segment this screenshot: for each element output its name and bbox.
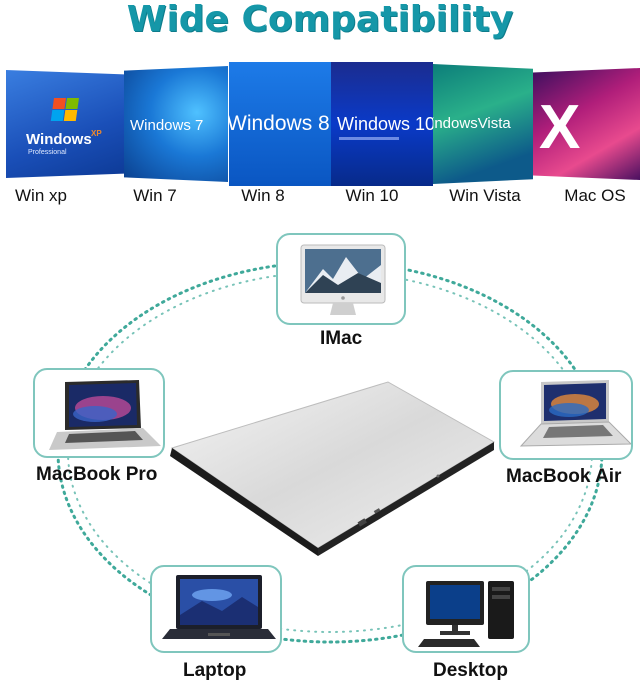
macbook-pro-label: MacBook Pro <box>36 464 158 485</box>
macbook-pro-card <box>33 368 165 458</box>
winxp-panel: Windows XP Professional <box>6 70 124 178</box>
external-dvd-drive <box>170 381 495 556</box>
win10-art: Windows 10 <box>337 114 433 140</box>
os-label-win7: Win 7 <box>133 186 177 205</box>
macos-art: X <box>539 93 580 162</box>
macbook-air-label: MacBook Air <box>506 466 622 487</box>
winxp-logo-text: Windows <box>26 131 92 148</box>
winxp-badge: XP <box>91 129 102 138</box>
win8-art: Windows 8 <box>229 112 330 135</box>
macos-logo-text: X <box>539 93 580 162</box>
os-label-win8: Win 8 <box>241 186 285 205</box>
desktop-label: Desktop <box>433 660 508 681</box>
os-label-winvista: Win Vista <box>449 186 521 205</box>
windows-flag-icon: Windows XP Professional <box>26 98 102 156</box>
macos-panel: X <box>533 68 640 180</box>
imac-label: IMac <box>320 328 363 349</box>
os-label-win10: Win 10 <box>345 186 399 205</box>
laptop-icon <box>162 575 276 639</box>
macbook-air-icon <box>519 380 631 447</box>
macbook-air-card <box>499 370 633 460</box>
winvista-panel: indowsVista <box>433 64 533 184</box>
os-label-macos: Mac OS <box>564 186 626 205</box>
desktop-icon <box>418 581 514 647</box>
desktop-card <box>402 565 530 653</box>
win7-logo-text: Windows 7 <box>130 117 203 134</box>
os-banner-row: Windows XP Professional Windows 7 Window… <box>0 62 640 187</box>
win7-art: Windows 7 <box>130 117 203 134</box>
win10-panel: Windows 10 <box>331 62 433 186</box>
imac-card <box>276 233 406 325</box>
win8-panel: Windows 8 <box>229 62 331 186</box>
win10-logo-text: Windows 10 <box>337 114 433 134</box>
win7-panel: Windows 7 <box>124 66 228 182</box>
laptop-card <box>150 565 282 653</box>
page-title: Wide Compatibility <box>126 0 514 40</box>
os-label-winxp: Win xp <box>15 186 67 205</box>
imac-icon <box>300 244 386 315</box>
laptop-label: Laptop <box>183 660 247 681</box>
macbook-pro-icon <box>49 380 161 450</box>
win8-logo-text: Windows 8 <box>229 112 330 135</box>
winvista-art: indowsVista <box>433 115 511 132</box>
winvista-logo-text: indowsVista <box>433 115 511 132</box>
winxp-sub: Professional <box>28 149 67 156</box>
